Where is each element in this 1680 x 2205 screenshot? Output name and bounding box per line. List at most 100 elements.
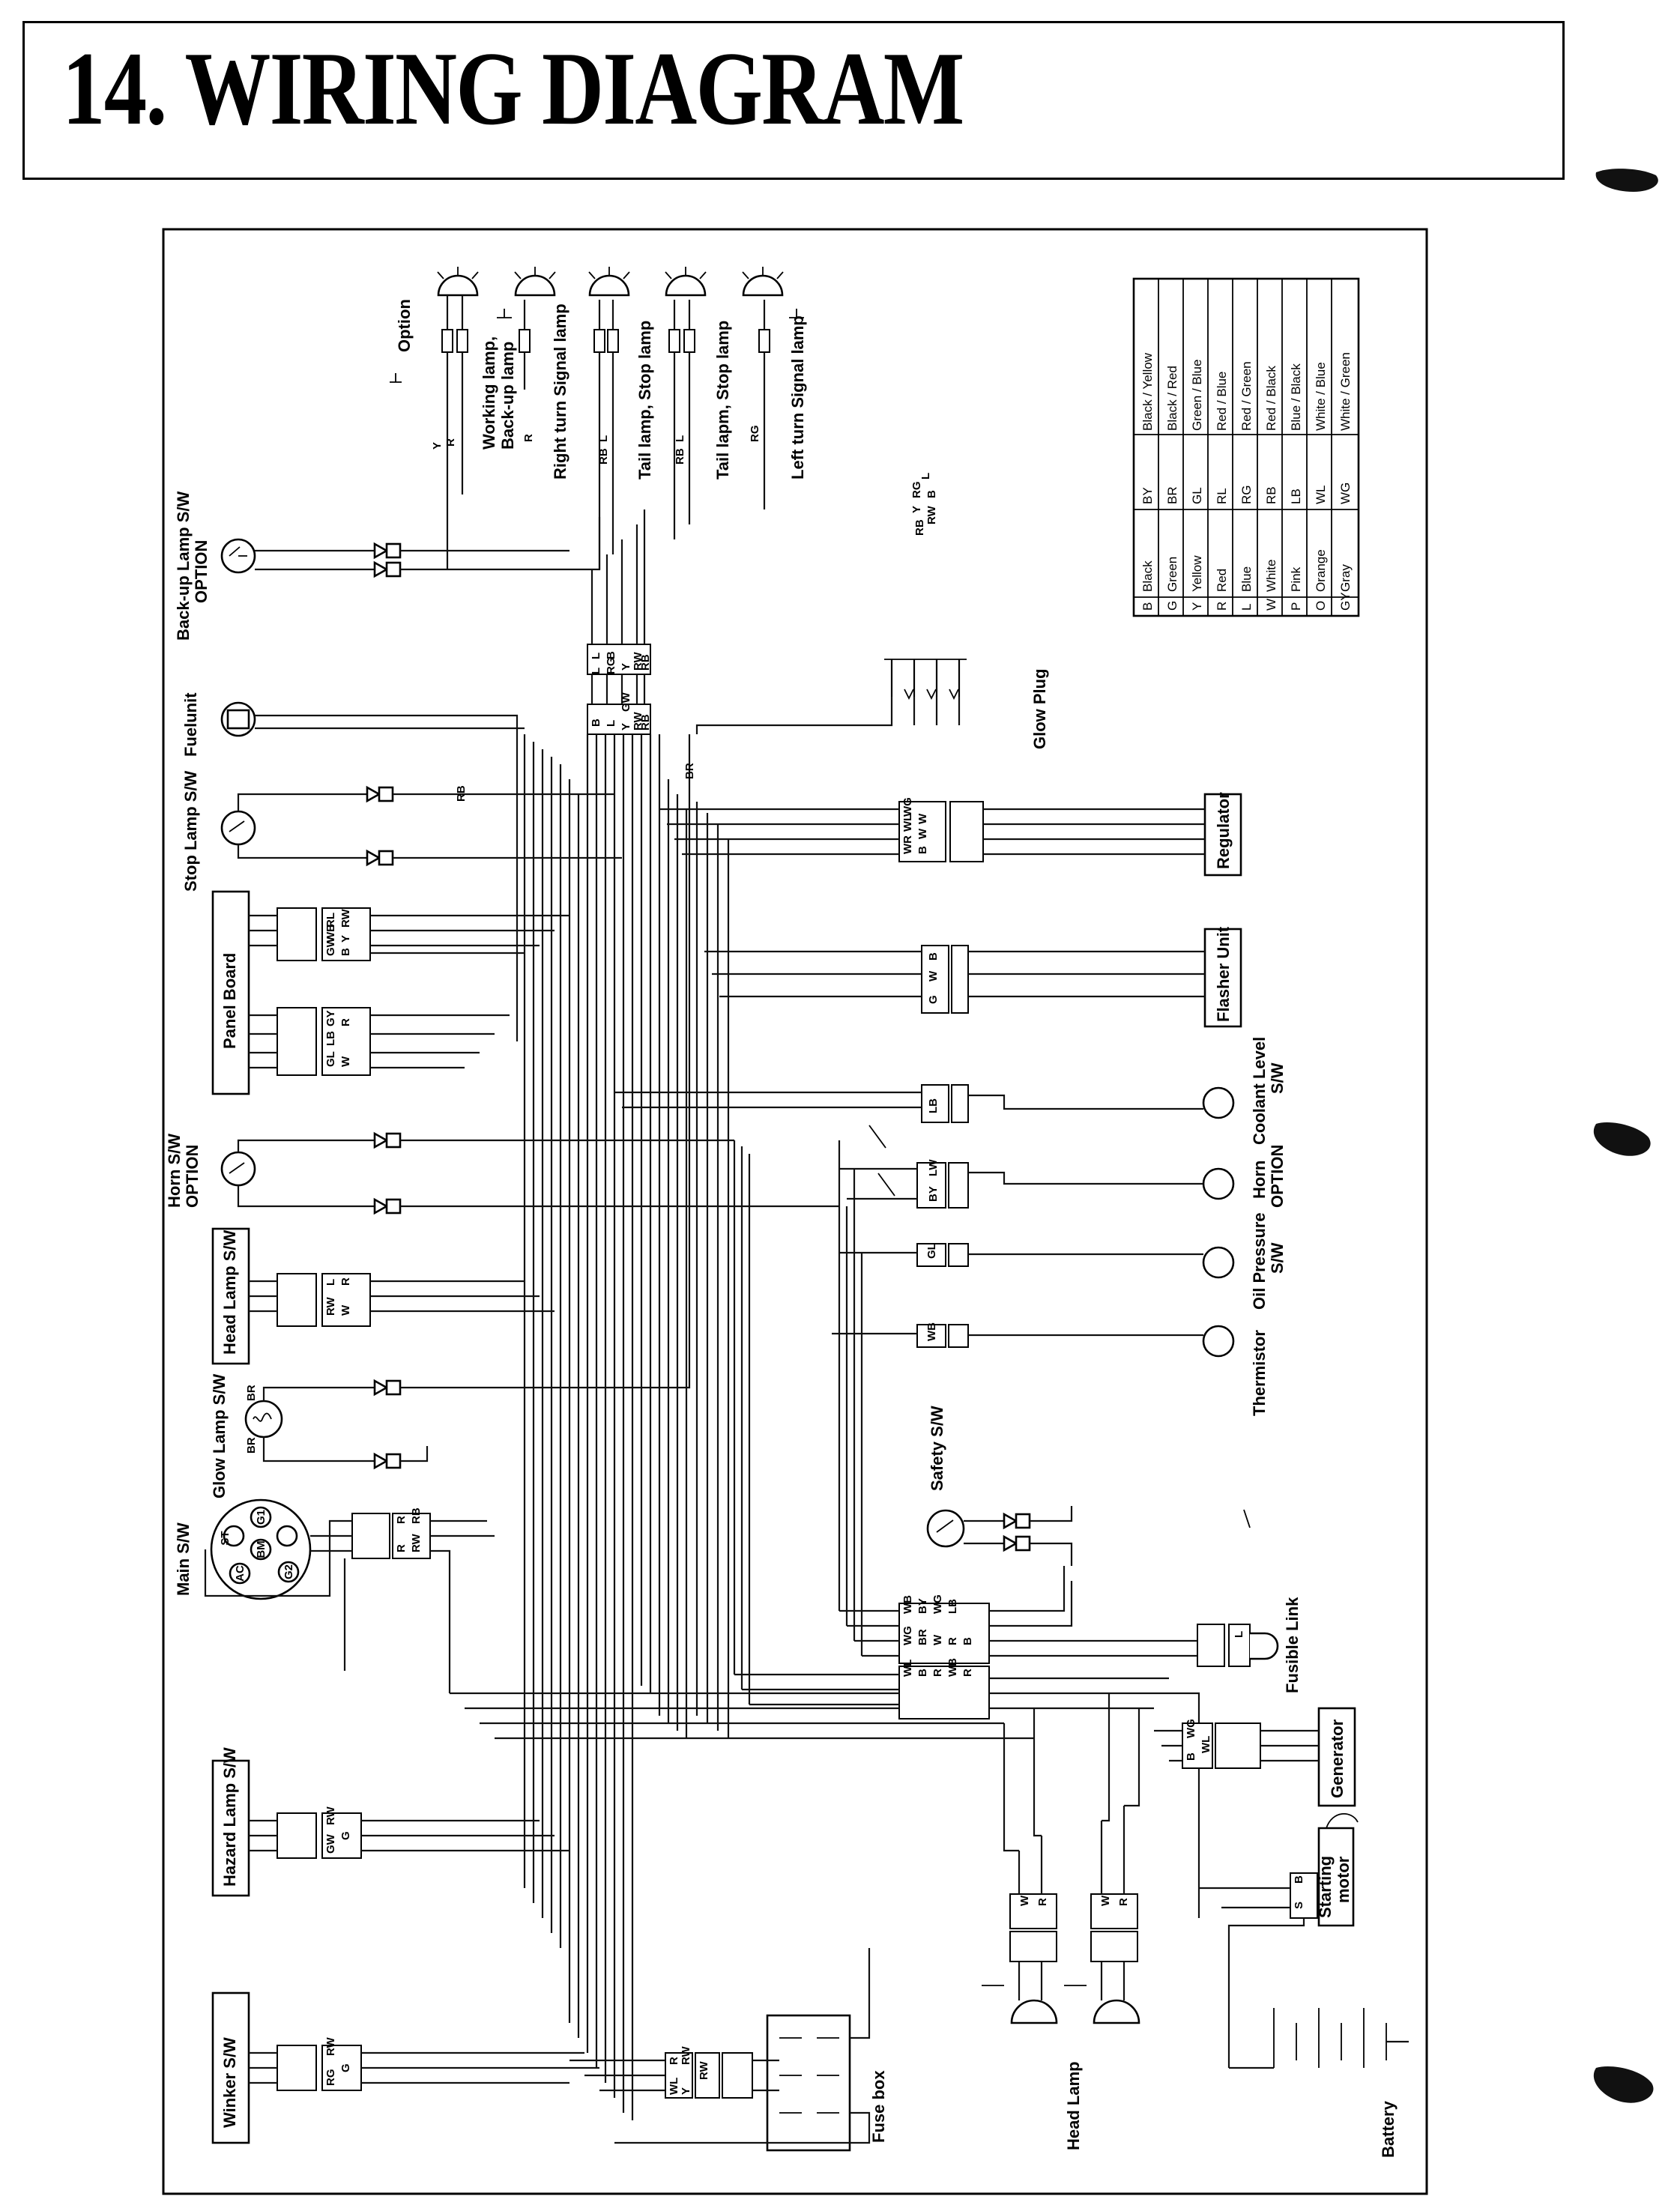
wire-code: Y (680, 2087, 692, 2095)
legend-code: LB (1289, 489, 1303, 504)
wire-code: W (916, 828, 929, 839)
stop-lamp-switch (220, 785, 622, 867)
lamp-icon (665, 267, 707, 297)
legend-code: BR (1165, 486, 1179, 504)
wire-code: Y (620, 723, 632, 731)
label-flasher: Flasher Unit (1214, 926, 1233, 1022)
legend-code: RG (1239, 486, 1254, 505)
main-switch (204, 1498, 495, 1693)
main-sw-terminal: G1 (255, 1510, 268, 1525)
wire-code: L (1233, 1631, 1245, 1638)
label-backup-lamp: Back-up lamp (498, 342, 517, 450)
wire-code: WL (901, 1660, 914, 1677)
wire-code: RG (910, 482, 923, 499)
wire-code: R (522, 434, 535, 442)
horn-switch (220, 1131, 839, 1215)
wire-code: LB (324, 1031, 337, 1046)
wire-code: GW (620, 692, 632, 712)
legend-name: Green / Blue (1190, 360, 1204, 431)
wire-code: WG (1185, 1719, 1197, 1738)
wire-code: WG (901, 1626, 914, 1645)
wire-code: L (590, 653, 602, 659)
wire-code: B (916, 1669, 929, 1677)
wire-code: LB (946, 1599, 959, 1614)
wire-code: R (961, 1669, 974, 1677)
wire-code: R (1036, 1898, 1049, 1906)
scan-artifacts (1593, 169, 1658, 2103)
wire-code: B (1185, 1752, 1197, 1761)
legend-name: White (1264, 560, 1278, 592)
generator (1154, 1707, 1356, 1807)
head-lamp-switch (211, 1227, 555, 1365)
wire-code: L (590, 668, 602, 674)
legend-name: Gray (1338, 564, 1353, 592)
wire-code: R (668, 2057, 680, 2065)
legend-name: Blue (1239, 566, 1254, 592)
legend-name: Yellow (1190, 555, 1204, 592)
wire-code: R (395, 1516, 408, 1524)
winker-switch (211, 1991, 599, 2144)
lamp-icon (437, 267, 479, 297)
wire-code: LB (927, 1098, 940, 1113)
panel-board (211, 890, 569, 1095)
fusible-link (1079, 1624, 1279, 1667)
wire-code: BR (245, 1385, 258, 1401)
wire-code: Y (620, 663, 632, 671)
legend-code: O (1314, 601, 1328, 611)
wire-code: WG (931, 1594, 944, 1614)
wire-code: RG (749, 426, 761, 443)
legend-code: B (1140, 602, 1155, 611)
legend-name: Red / Black (1264, 366, 1278, 431)
legend-name: Green (1165, 557, 1179, 592)
wire-code: RW (632, 711, 644, 731)
label-generator: Generator (1328, 1719, 1347, 1798)
label-oil: Oil Pressure (1250, 1212, 1269, 1310)
fuel-unit (220, 701, 525, 1041)
diagram-border (162, 228, 1428, 2195)
label-tail-stop-2: Tail lapm, Stop lamp (713, 321, 732, 480)
wire-code: W (1018, 1895, 1031, 1906)
oil-pressure-switch (839, 1243, 1235, 1279)
glow-lamp-switch (244, 734, 691, 1470)
wire-code: Y (431, 442, 444, 450)
wire-code: GY (324, 1010, 337, 1026)
legend-name: White / Blue (1314, 362, 1328, 431)
title-header: 14. WIRING DIAGRAM (22, 21, 1565, 180)
wire-code: BY (927, 1186, 940, 1202)
wire-code: R (946, 1637, 959, 1645)
label-thermistor: Thermistor (1250, 1330, 1269, 1416)
regulator (659, 793, 1242, 877)
main-sw-terminal: G2 (282, 1564, 295, 1579)
wire-code: G (339, 1831, 352, 1840)
wire-code: R (1117, 1898, 1130, 1906)
legend-code: G (1165, 601, 1179, 611)
wire-code: R (339, 1277, 352, 1286)
backup-lamp-switch (220, 517, 601, 578)
wire-code: RB (455, 785, 468, 802)
wire-code: W (339, 1056, 352, 1067)
wire-code: WL (901, 814, 914, 832)
top-lamps (390, 267, 804, 569)
legend-name: Orange (1314, 549, 1328, 592)
wire-code: RW (410, 1533, 423, 1552)
legend-name: Blue / Black (1289, 363, 1303, 431)
page-title: 14. WIRING DIAGRAM (62, 31, 964, 147)
wire-code: WB (324, 924, 337, 943)
fuse-box (569, 1948, 871, 2152)
wire-code: BR (683, 763, 696, 779)
wire-code: RW (680, 2045, 692, 2065)
main-sw-terminal: BM (255, 1540, 268, 1558)
label-battery: Battery (1379, 2100, 1398, 2158)
label-horn: Horn (1250, 1161, 1269, 1199)
legend-name: Black / Red (1165, 366, 1179, 431)
wire-code: W (931, 1634, 944, 1645)
wire-code: WG (901, 797, 914, 817)
label-coolant-2: S/W (1268, 1062, 1287, 1094)
label-backup-sw-opt: OPTION (192, 540, 211, 603)
wire-code: RB (597, 448, 610, 465)
wire-code: RB (674, 448, 686, 465)
wire-code: G (927, 995, 940, 1004)
wire-code: RW (324, 2036, 337, 2056)
legend-name: Red / Blue (1215, 372, 1229, 431)
